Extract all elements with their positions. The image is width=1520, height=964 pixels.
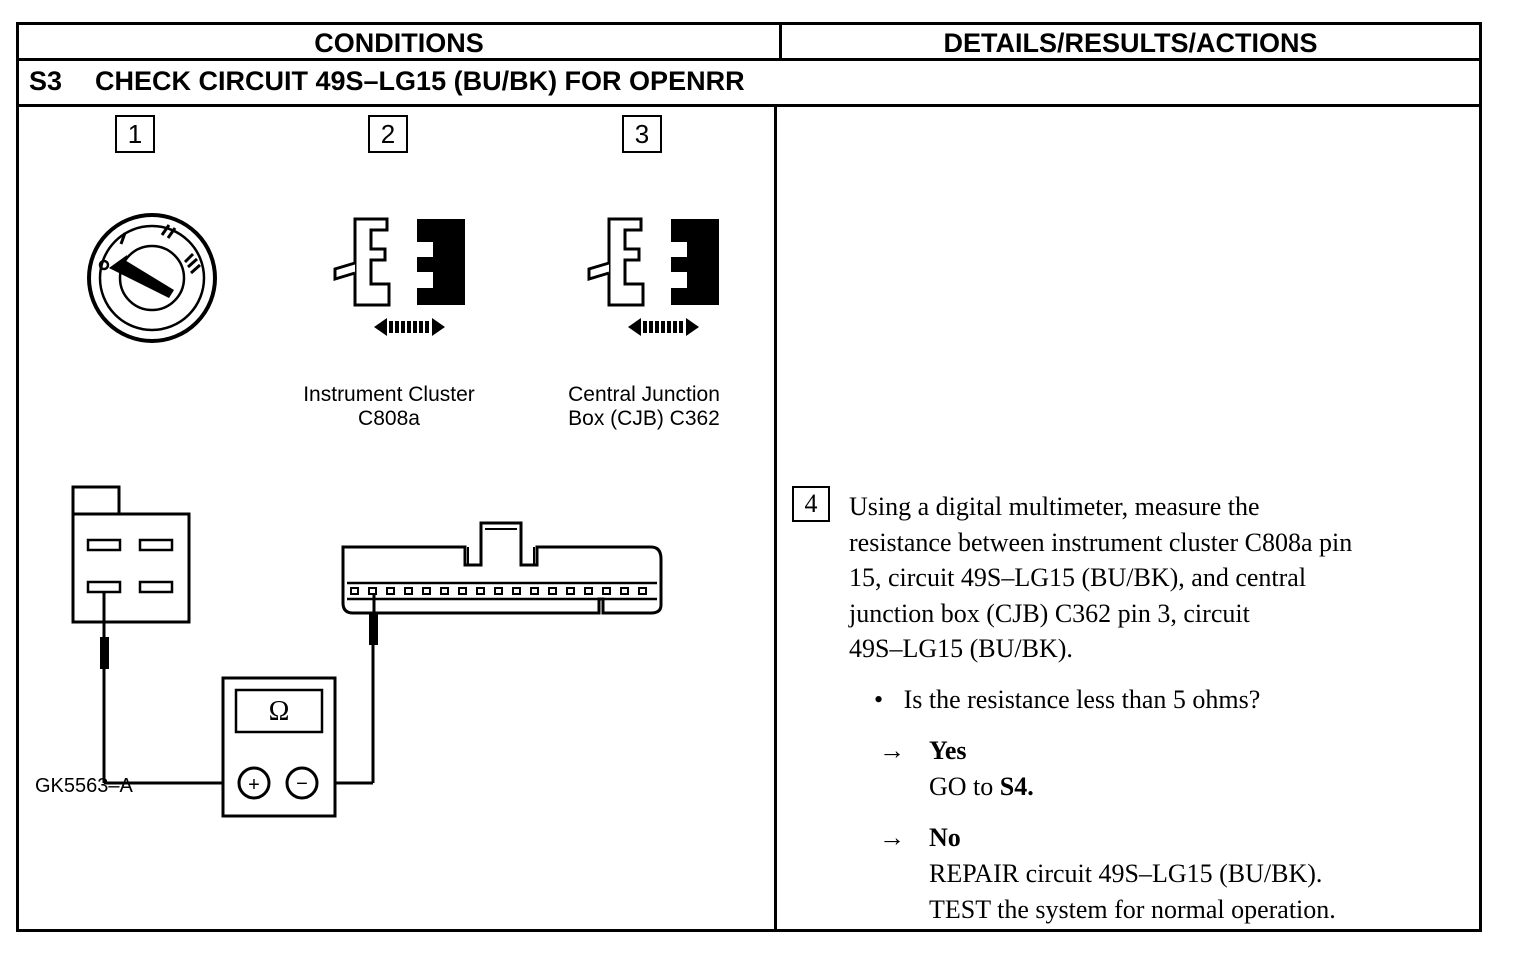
no-action-line2: TEST the system for normal operation. <box>929 895 1336 924</box>
conditions-header: CONDITIONS <box>314 28 484 58</box>
meter-minus-terminal: − <box>296 773 308 795</box>
ignition-switch-icon <box>87 213 217 343</box>
question-text: Is the resistance less than 5 ohms? <box>903 685 1261 714</box>
instruction-line: 49S–LG15 (BU/BK). <box>849 634 1073 663</box>
action-number: 4 <box>792 486 830 522</box>
connector-disconnect-icon <box>333 217 465 336</box>
yes-label: Yes <box>929 736 967 765</box>
yes-action-prefix: GO to <box>929 772 1000 801</box>
connector-a-caption-line2: C808a <box>358 407 420 430</box>
action-instruction: Using a digital multimeter, measure the … <box>849 489 1469 667</box>
figure-drawing: Ω + − <box>71 213 719 818</box>
yes-action-target: S4. <box>999 772 1034 801</box>
yes-action: GO to S4. <box>929 769 1034 805</box>
instruction-line: resistance between instrument cluster C8… <box>849 527 1353 557</box>
callout-2: 2 <box>368 115 408 153</box>
connector-disconnect-icon <box>587 217 719 336</box>
connector-b-caption-line2: Box (CJB) C362 <box>568 407 720 430</box>
instruction-line: Using a digital multimeter, measure the <box>849 492 1260 521</box>
instruction-line: junction box (CJB) C362 pin 3, circuit <box>849 598 1250 628</box>
question-item: • Is the resistance less than 5 ohms? <box>874 682 1260 718</box>
conditions-figure: 1 2 3 <box>19 107 774 932</box>
diagnostic-table: CONDITIONS DETAILS/RESULTS/ACTIONS S3 CH… <box>16 22 1482 932</box>
meter-plus-terminal: + <box>248 774 260 796</box>
connector-b-caption-line1: Central Junction <box>568 383 720 406</box>
figure-id: GK5563–A <box>35 775 133 797</box>
arrow-icon: → <box>879 736 905 765</box>
arrow-icon: → <box>879 823 905 852</box>
connector-b-caption: Central Junction Box (CJB) C362 <box>524 383 764 431</box>
ohm-symbol: Ω <box>269 696 290 727</box>
bullet-icon: • <box>874 685 884 714</box>
table-header-row: CONDITIONS DETAILS/RESULTS/ACTIONS <box>19 25 1479 61</box>
column-divider <box>774 107 777 932</box>
step-title-row: S3 CHECK CIRCUIT 49S–LG15 (BU/BK) FOR OP… <box>19 61 1479 107</box>
step-id: S3 <box>29 66 63 96</box>
callout-1: 1 <box>115 115 155 153</box>
digital-multimeter-icon <box>102 645 375 818</box>
instrument-cluster-connector <box>71 485 191 669</box>
instruction-line: 15, circuit 49S–LG15 (BU/BK), and centra… <box>849 563 1307 592</box>
details-header: DETAILS/RESULTS/ACTIONS <box>779 25 1479 58</box>
connector-a-caption-line1: Instrument Cluster <box>303 383 475 406</box>
callout-3: 3 <box>622 115 662 153</box>
connector-a-caption: Instrument Cluster C808a <box>269 383 509 431</box>
step-title: CHECK CIRCUIT 49S–LG15 (BU/BK) FOR OPENR… <box>95 66 745 96</box>
no-action-line1: REPAIR circuit 49S–LG15 (BU/BK). <box>929 859 1323 888</box>
no-label: No <box>929 823 961 852</box>
junction-box-connector <box>341 521 663 645</box>
